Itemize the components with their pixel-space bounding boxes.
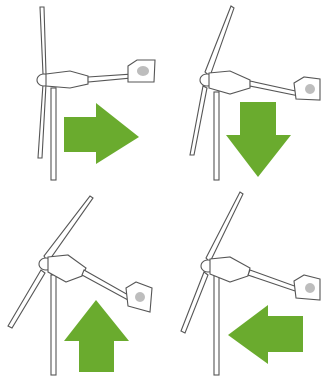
nacelle xyxy=(209,256,251,283)
tower xyxy=(213,274,220,376)
tower xyxy=(50,87,57,181)
blade-lower xyxy=(189,85,208,156)
blade-lower xyxy=(180,271,209,334)
tail-boom xyxy=(87,73,133,83)
blade-lower xyxy=(7,269,46,329)
fin-logo xyxy=(305,84,315,94)
arrow-down-icon xyxy=(226,102,291,177)
arrow-right-icon xyxy=(64,103,139,164)
tower xyxy=(213,91,220,181)
nacelle xyxy=(45,70,89,89)
turbine-panel-3 xyxy=(7,195,153,376)
tail-boom xyxy=(249,80,301,97)
fin-logo xyxy=(135,292,145,302)
tail-boom xyxy=(247,269,301,293)
turbine-1 xyxy=(36,6,156,181)
fin-logo xyxy=(137,66,149,76)
nacelle xyxy=(47,254,87,283)
blade-upper xyxy=(204,5,235,77)
arrow-left-icon xyxy=(228,305,303,364)
blade-upper xyxy=(43,195,94,263)
turbine-3 xyxy=(7,195,153,376)
tower xyxy=(50,274,57,376)
fin-logo xyxy=(305,283,315,293)
blade-lower xyxy=(37,83,47,159)
turbine-2 xyxy=(189,5,321,181)
blade-upper xyxy=(39,6,47,75)
blade-upper xyxy=(205,191,244,263)
nacelle xyxy=(208,70,251,95)
tail-boom xyxy=(81,269,131,301)
arrow-up-icon xyxy=(64,300,129,372)
turbine-panel-2 xyxy=(189,5,321,181)
turbine-panel-1 xyxy=(36,6,156,181)
turbine-panel-4 xyxy=(180,191,321,376)
turbine-4 xyxy=(180,191,321,376)
